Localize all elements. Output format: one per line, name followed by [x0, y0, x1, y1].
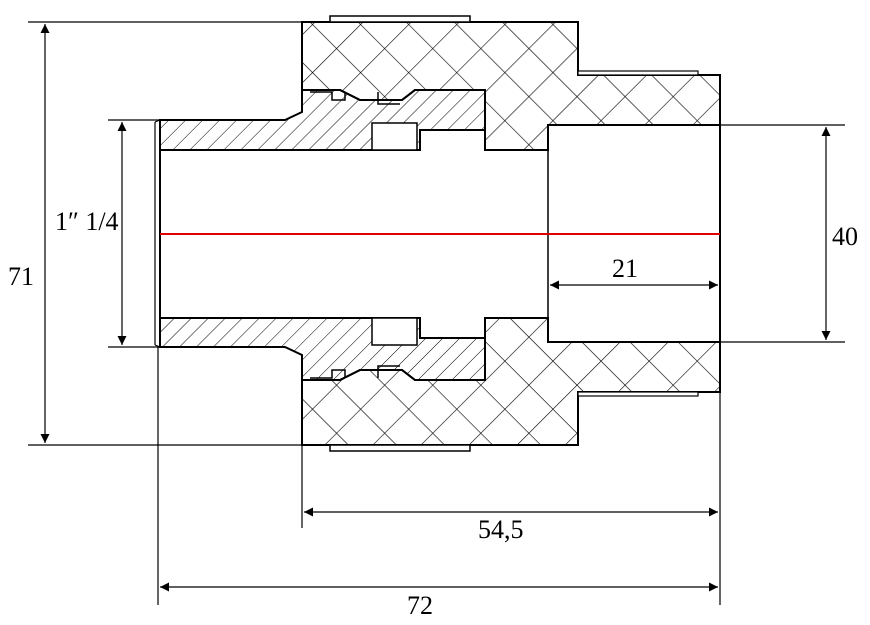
dimension-socket-depth: 21	[550, 254, 718, 290]
metal-insert-top	[159, 89, 486, 151]
dimension-label-socket-diameter: 40	[832, 222, 858, 251]
dimension-label-body-length: 54,5	[478, 515, 524, 544]
dimension-total-length: 72	[157, 347, 718, 620]
thread-end-face	[154, 119, 161, 348]
dimension-label-total-length: 72	[407, 591, 433, 620]
dimension-label-thread-size: 1″ 1/4	[55, 207, 119, 236]
metal-insert-bottom	[159, 317, 486, 381]
dimension-thread-size: 1″ 1/4	[55, 119, 160, 348]
dimension-label-socket-depth: 21	[612, 254, 638, 283]
dimension-socket-diameter: 40	[720, 124, 858, 343]
dimension-total-height: 71	[8, 21, 302, 446]
dimension-body-length: 54,5	[301, 392, 721, 605]
dimension-label-total-height: 71	[8, 262, 34, 291]
